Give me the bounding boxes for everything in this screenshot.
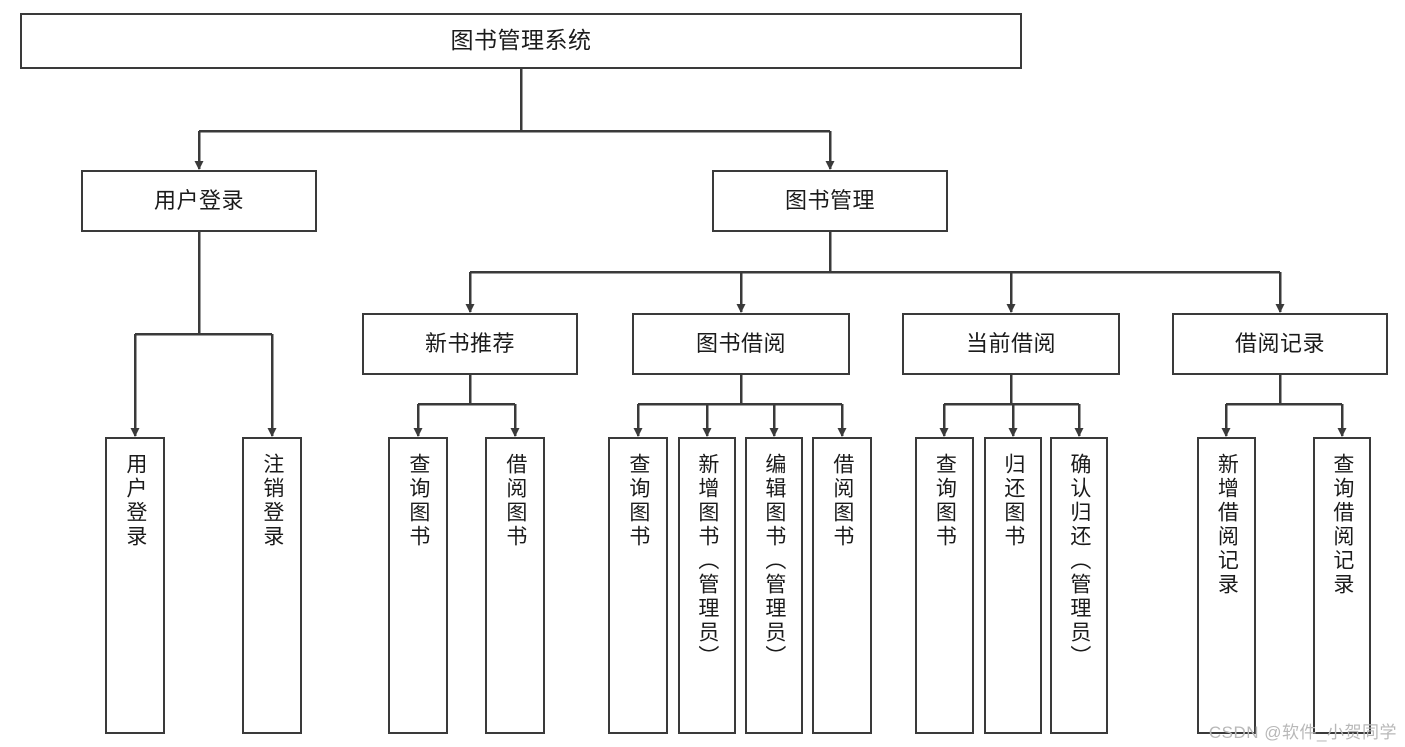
- leaf-query-record[interactable]: 查询借阅记录: [1313, 437, 1371, 734]
- watermark: CSDN @软件_小贺同学: [1208, 723, 1397, 742]
- leaf-logout[interactable]: 注销登录: [242, 437, 302, 734]
- node-current-borrow[interactable]: 当前借阅: [902, 313, 1120, 375]
- node-user-login[interactable]: 用户登录: [81, 170, 317, 232]
- node-book-manage[interactable]: 图书管理: [712, 170, 948, 232]
- leaf-query-book-3-label: 查询图书: [933, 453, 957, 549]
- leaf-add-book[interactable]: 新增图书（管理员）: [678, 437, 736, 734]
- node-borrow-record-label: 借阅记录: [1234, 331, 1325, 357]
- leaf-confirm-return[interactable]: 确认归还（管理员）: [1050, 437, 1108, 734]
- leaf-user-login-label: 用户登录: [123, 453, 147, 549]
- node-user-login-label: 用户登录: [153, 188, 244, 214]
- node-book-borrow[interactable]: 图书借阅: [632, 313, 850, 375]
- leaf-logout-label: 注销登录: [260, 453, 284, 549]
- leaf-query-book-1-label: 查询图书: [406, 453, 430, 549]
- leaf-add-book-label: 新增图书（管理员）: [695, 453, 719, 669]
- leaf-edit-book-label: 编辑图书（管理员）: [762, 453, 786, 669]
- node-root-label: 图书管理系统: [450, 27, 592, 54]
- leaf-borrow-book-1[interactable]: 借阅图书: [485, 437, 545, 734]
- leaf-add-record-label: 新增借阅记录: [1215, 453, 1239, 597]
- leaf-edit-book[interactable]: 编辑图书（管理员）: [745, 437, 803, 734]
- leaf-user-login[interactable]: 用户登录: [105, 437, 165, 734]
- leaf-borrow-book-1-label: 借阅图书: [503, 453, 527, 549]
- leaf-query-book-3[interactable]: 查询图书: [915, 437, 974, 734]
- leaf-query-book-2[interactable]: 查询图书: [608, 437, 668, 734]
- node-borrow-record[interactable]: 借阅记录: [1172, 313, 1388, 375]
- node-new-book-recommend-label: 新书推荐: [424, 331, 515, 357]
- leaf-confirm-return-label: 确认归还（管理员）: [1067, 453, 1091, 669]
- leaf-add-record[interactable]: 新增借阅记录: [1197, 437, 1256, 734]
- leaf-query-record-label: 查询借阅记录: [1330, 453, 1354, 597]
- node-current-borrow-label: 当前借阅: [965, 331, 1056, 357]
- node-root[interactable]: 图书管理系统: [20, 13, 1022, 69]
- leaf-borrow-book-2[interactable]: 借阅图书: [812, 437, 872, 734]
- leaf-query-book-1[interactable]: 查询图书: [388, 437, 448, 734]
- leaf-return-book-label: 归还图书: [1001, 453, 1025, 549]
- node-new-book-recommend[interactable]: 新书推荐: [362, 313, 578, 375]
- node-book-manage-label: 图书管理: [784, 188, 875, 214]
- node-book-borrow-label: 图书借阅: [695, 331, 786, 357]
- leaf-query-book-2-label: 查询图书: [626, 453, 650, 549]
- leaf-return-book[interactable]: 归还图书: [984, 437, 1042, 734]
- leaf-borrow-book-2-label: 借阅图书: [830, 453, 854, 549]
- wire-layer: [130, 69, 1347, 437]
